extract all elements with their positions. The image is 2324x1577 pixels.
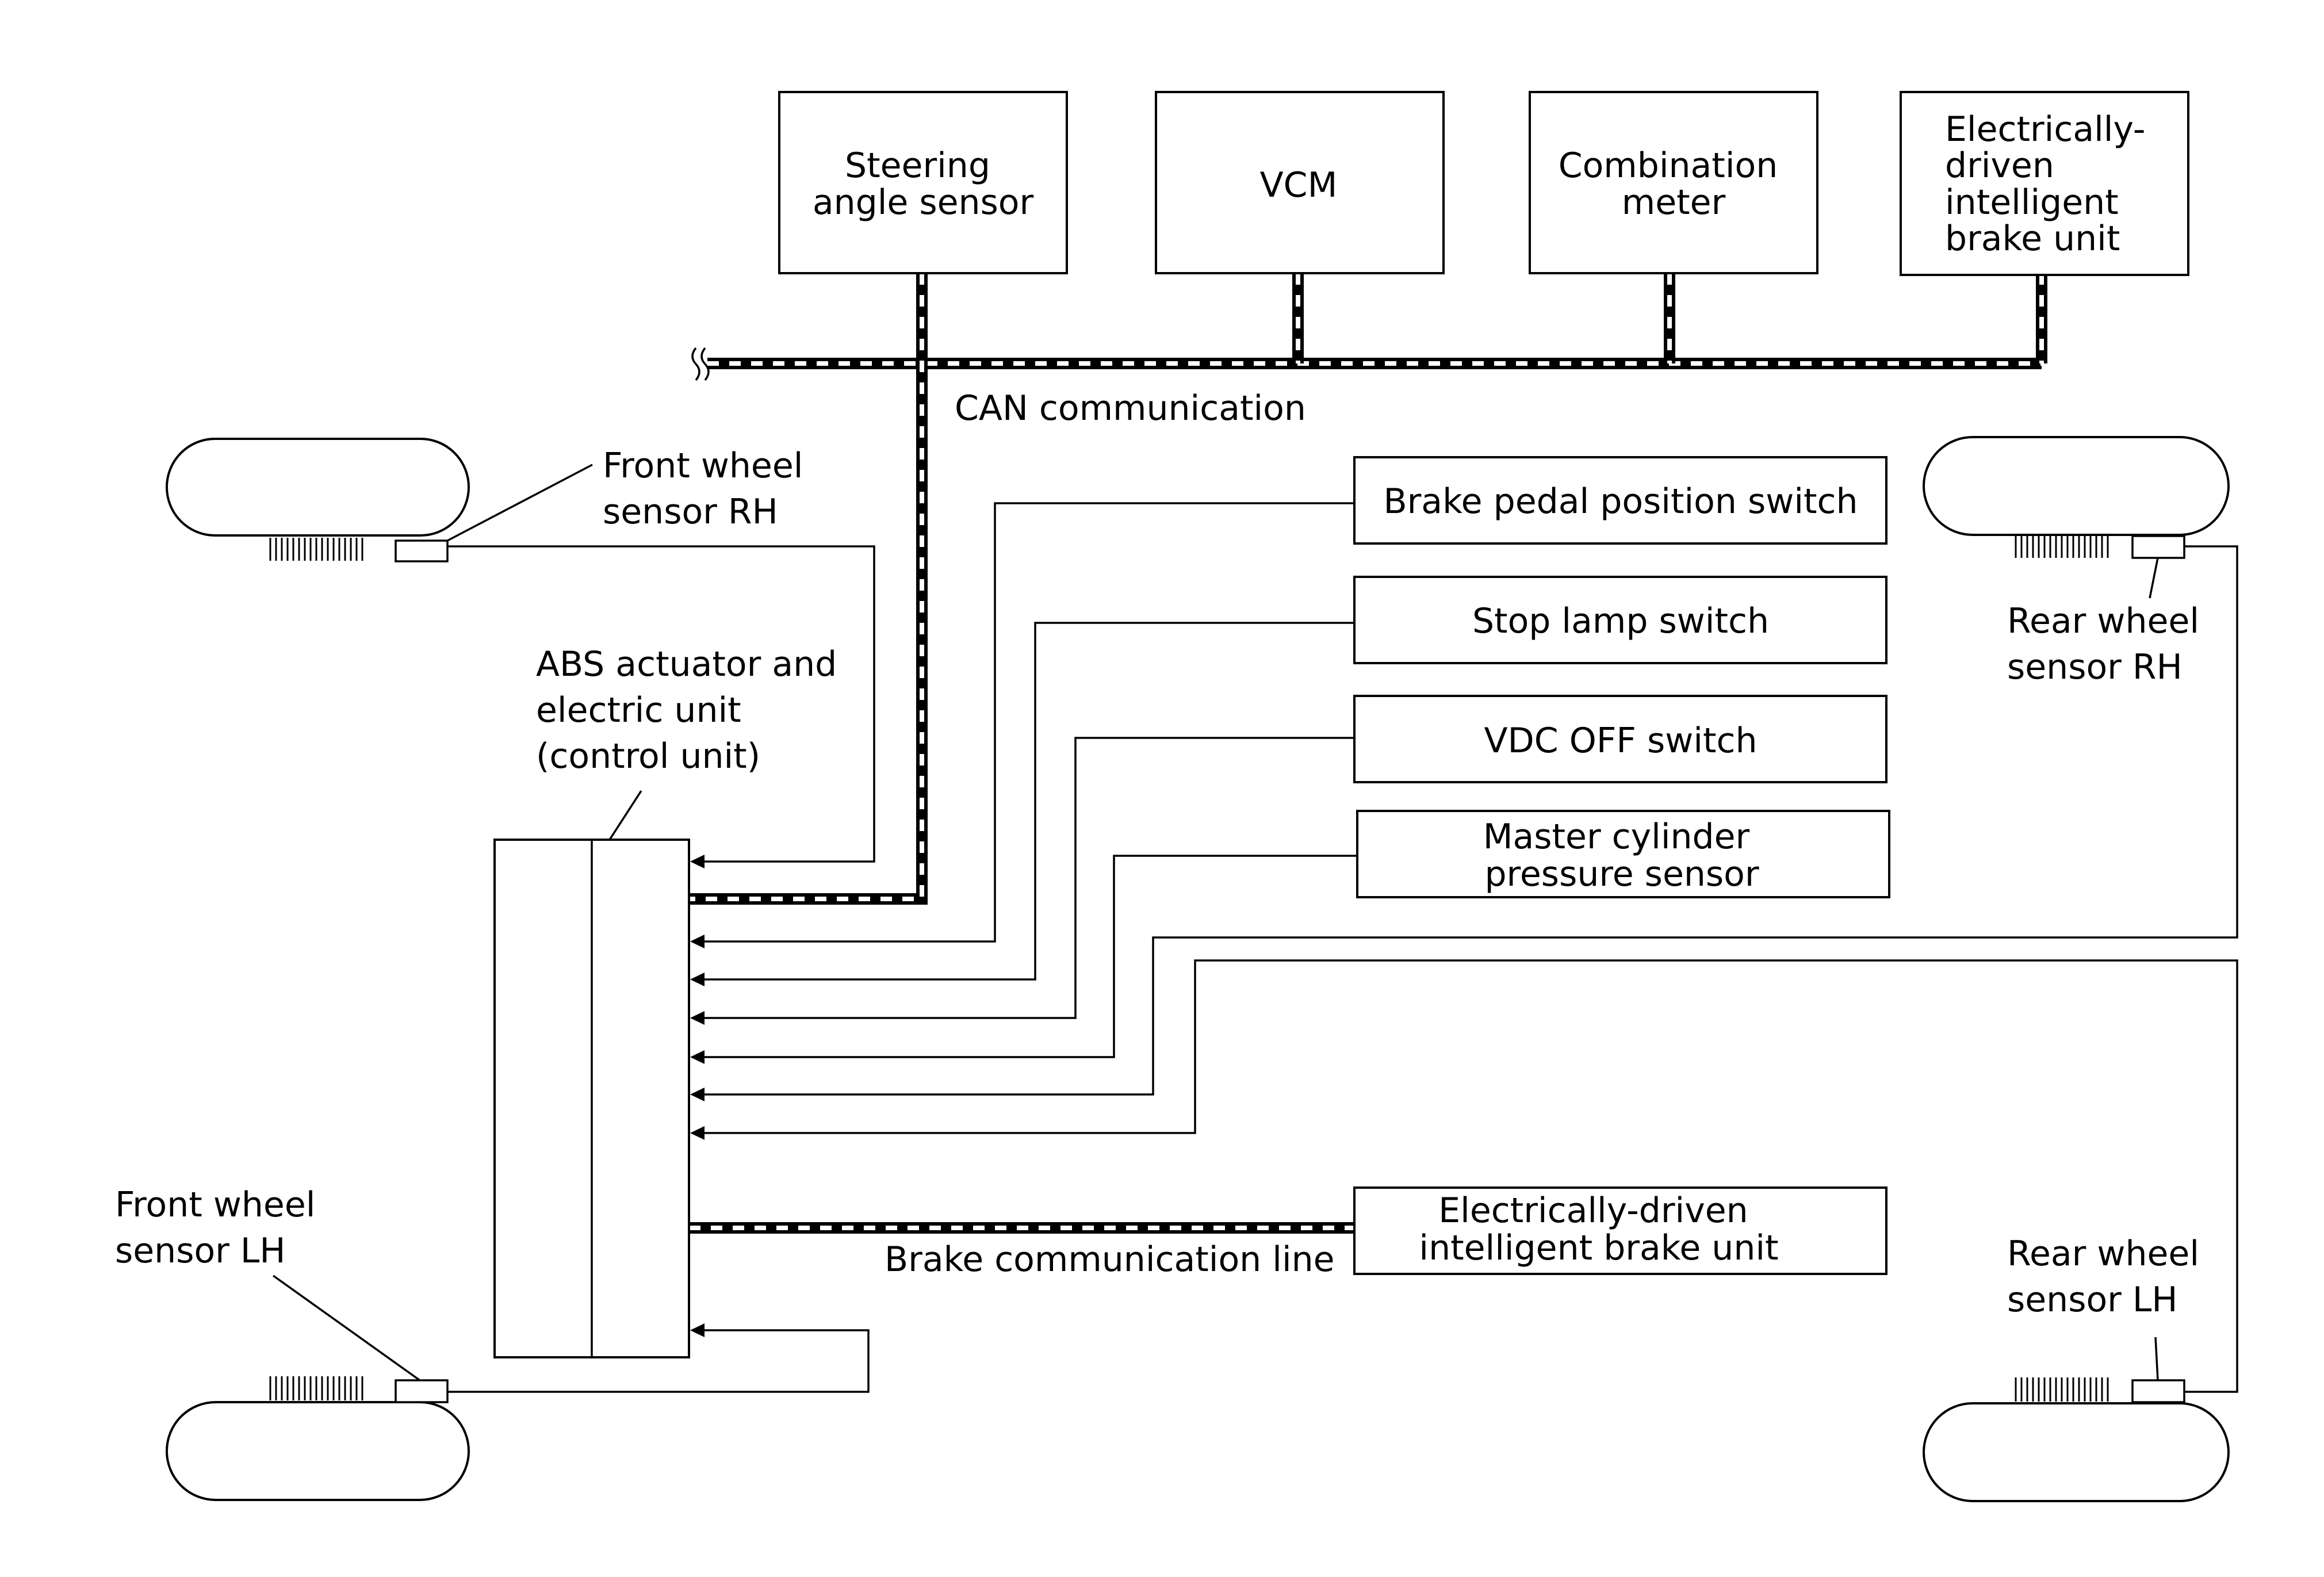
rear-right-sensor-leader: [2149, 557, 2159, 599]
can-bus: [689, 273, 2047, 905]
rear-left-wheel-sensor: [2131, 1379, 2185, 1403]
abs-actuator-label: ABS actuator and electric unit (control …: [536, 644, 848, 776]
abs-actuator-unit: [493, 839, 690, 1358]
brake-communication-label: Brake communication line: [885, 1239, 1335, 1280]
rear-right-tone-ring: [2015, 535, 2109, 558]
electrically-driven-brake-unit-lower-box: Electrically-driven intelligent brake un…: [1353, 1186, 1887, 1275]
front-wheel-sensor-lh-label: Front wheel sensor LH: [115, 1185, 327, 1271]
front-right-tone-ring: [269, 538, 363, 561]
vdc-off-switch-box: VDC OFF switch: [1353, 695, 1887, 783]
front-left-tone-ring: [269, 1376, 363, 1400]
vcm-box: VCM: [1155, 91, 1445, 274]
master-cylinder-pressure-sensor-label: Master cylinder pressure sensor: [1483, 817, 1761, 894]
rear-right-wheel-sensor: [2131, 535, 2185, 559]
rear-right-wheel: [1923, 436, 2230, 559]
brake-pedal-position-switch-box: Brake pedal position switch: [1353, 456, 1887, 545]
front-wheel-sensor-rh-label: Front wheel sensor RH: [603, 446, 814, 532]
rear-left-sensor-leader: [2154, 1337, 2159, 1381]
signal-arrows: [690, 855, 705, 1337]
front-left-sensor-leader: [272, 1274, 421, 1381]
rear-wheel-sensor-rh-label: Rear wheel sensor RH: [2007, 601, 2210, 687]
signal-wires: [447, 502, 2238, 1393]
master-cylinder-pressure-sensor-box: Master cylinder pressure sensor: [1356, 810, 1890, 898]
stop-lamp-switch-box: Stop lamp switch: [1353, 576, 1887, 664]
electrically-driven-brake-unit-top-box: Electrically- driven intelligent brake u…: [1900, 91, 2189, 276]
combination-meter-label: Combination meter: [1559, 146, 1789, 223]
rear-left-tone-ring: [2015, 1377, 2109, 1402]
electrically-driven-brake-unit-lower-label: Electrically-driven intelligent brake un…: [1419, 1191, 1778, 1268]
can-bus-break-icon: [691, 347, 710, 381]
front-right-wheel: [166, 438, 470, 562]
steering-angle-sensor-box: Steering angle sensor: [778, 91, 1068, 274]
abs-label-leader: [608, 790, 642, 840]
front-right-wheel-sensor: [395, 539, 449, 562]
stop-lamp-switch-label: Stop lamp switch: [1472, 601, 1769, 641]
combination-meter-box: Combination meter: [1529, 91, 1818, 274]
rear-wheel-sensor-lh-label: Rear wheel sensor LH: [2007, 1234, 2210, 1320]
vcm-label: VCM: [1260, 165, 1338, 205]
front-left-wheel: [166, 1376, 470, 1501]
front-left-wheel-sensor: [395, 1379, 449, 1403]
rear-left-wheel: [1923, 1377, 2230, 1502]
electrically-driven-brake-unit-top-label: Electrically- driven intelligent brake u…: [1945, 109, 2157, 259]
front-right-sensor-leader: [447, 464, 593, 542]
brake-pedal-position-switch-label: Brake pedal position switch: [1383, 481, 1858, 522]
can-communication-label: CAN communication: [955, 388, 1306, 428]
vdc-off-switch-label: VDC OFF switch: [1484, 721, 1757, 761]
steering-angle-sensor-label: Steering angle sensor: [813, 146, 1034, 223]
